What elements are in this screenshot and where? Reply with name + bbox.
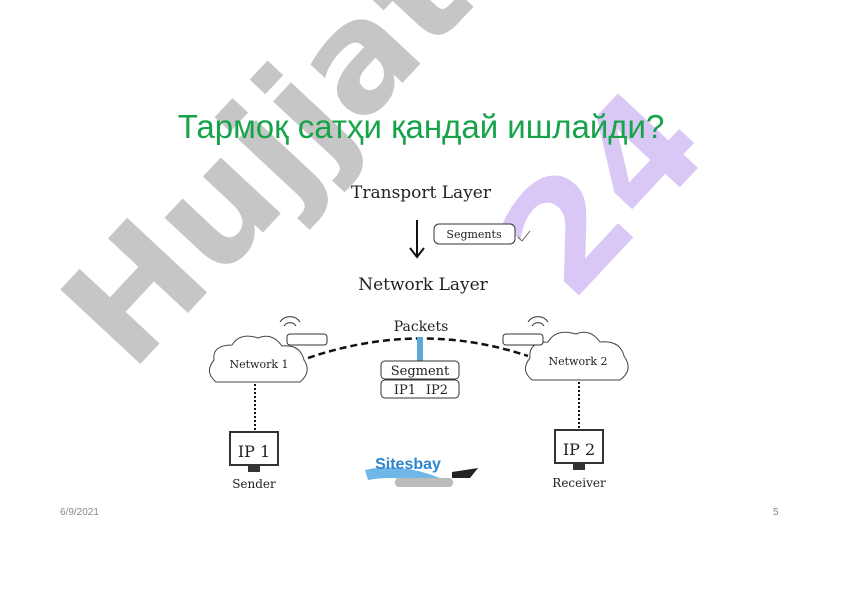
router-2-icon xyxy=(502,316,549,346)
packets-label: Packets xyxy=(394,319,449,335)
slide-number: 5 xyxy=(773,507,779,518)
svg-text:Sitesbay: Sitesbay xyxy=(375,456,441,473)
sender-label: Sender xyxy=(232,477,276,491)
cloud-network-1-icon xyxy=(209,335,308,383)
cloud-network-2-icon xyxy=(525,331,629,381)
transport-layer-label: Transport Layer xyxy=(351,183,492,203)
sitesbay-logo: Sitesbay xyxy=(365,456,478,487)
network-layer-label: Network Layer xyxy=(358,275,488,295)
ip-header-box xyxy=(380,379,460,399)
sender-computer-icon xyxy=(229,431,279,472)
check-icon xyxy=(517,230,531,242)
host-ip1-label: IP 1 xyxy=(238,442,270,461)
segments-label: Segments xyxy=(446,228,502,241)
receiver-computer-icon xyxy=(554,429,604,470)
down-arrow-icon xyxy=(409,220,425,259)
segment-box xyxy=(380,360,460,380)
ip2-label: IP2 xyxy=(426,383,448,398)
receiver-label: Receiver xyxy=(552,476,606,490)
ip1-label: IP1 xyxy=(394,383,416,398)
segment-label: Segment xyxy=(391,364,450,379)
router-1-icon xyxy=(279,316,328,346)
network-1-label: Network 1 xyxy=(229,358,288,371)
host-ip2-label: IP 2 xyxy=(563,440,595,459)
segments-box xyxy=(433,223,516,245)
slide-date: 6/9/2021 xyxy=(60,507,99,518)
packet-pointer-icon xyxy=(417,337,423,362)
network-2-label: Network 2 xyxy=(548,355,607,368)
slide-title: Тармоқ сатҳи қандай ишлайди? xyxy=(177,108,665,145)
